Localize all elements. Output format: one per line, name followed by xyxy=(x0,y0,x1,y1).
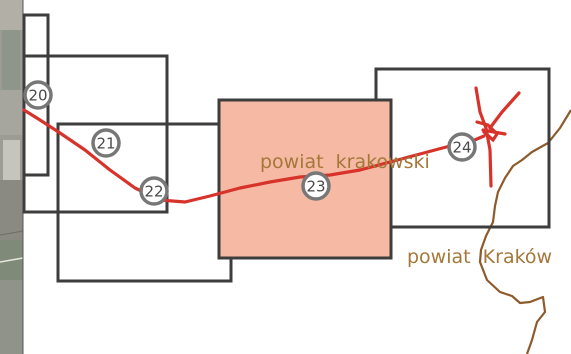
sheet-marker-24[interactable]: 24 xyxy=(447,132,477,162)
sheet-marker-20[interactable]: 20 xyxy=(23,80,53,110)
powiat-boundary-line xyxy=(478,109,571,354)
sheet-frame-21[interactable] xyxy=(22,54,169,214)
route-line xyxy=(22,108,486,204)
region-label-krakow: powiat Kraków xyxy=(407,246,552,268)
sheet-marker-23-label: 23 xyxy=(306,178,325,196)
sheet-marker-21[interactable]: 21 xyxy=(91,128,121,158)
sheet-marker-21-label: 21 xyxy=(96,135,115,153)
sheet-marker-20-label: 20 xyxy=(28,87,47,105)
region-label-krakowski: powiat krakowski xyxy=(260,151,430,173)
sheet-marker-23[interactable]: 23 xyxy=(301,171,331,201)
aerial-imagery-strip xyxy=(0,0,24,354)
sheet-marker-24-label: 24 xyxy=(452,139,471,157)
sheet-marker-22[interactable]: 22 xyxy=(139,176,169,206)
route-junction xyxy=(474,86,521,188)
sheet-marker-22-label: 22 xyxy=(144,183,163,201)
